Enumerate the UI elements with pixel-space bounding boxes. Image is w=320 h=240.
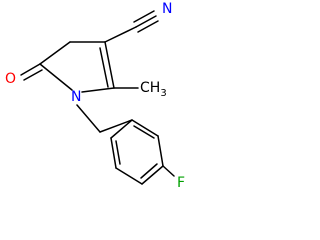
bond-ar-f [162, 165, 175, 177]
nitrile-nitrogen-label: N [162, 1, 172, 17]
molecule-structure: N O N CH3 F [5, 1, 185, 191]
bond-ar5-ar6-inner [115, 140, 121, 165]
bond-ar4-ar5 [115, 167, 143, 185]
bond-c6-n1 [81, 87, 115, 93]
bond-ar1-ar2-inner [133, 125, 155, 139]
methyl-subscript-text: 3 [160, 88, 166, 99]
bond-c3-c4 [39, 41, 71, 65]
fluorine-label: F [177, 175, 185, 191]
bond-c5-cn [104, 26, 137, 43]
bond-c2-o-b [23, 69, 43, 81]
bond-ar3-ar4-inner [140, 163, 158, 179]
bond-c2-o-a [20, 63, 41, 76]
structure-canvas: N O N CH3 F [5, 1, 186, 191]
bond-ar2-ar3 [157, 135, 164, 167]
bond-n1-c2 [39, 63, 73, 91]
bond-ch2-aryl [99, 119, 133, 133]
bond-c5-c6-double [99, 47, 109, 88]
bond-c5-c6-single [104, 41, 115, 89]
bond-ar6-ar1 [110, 119, 133, 139]
methyl-ch-text: CH [140, 80, 160, 96]
bond-ar1-ar2 [131, 119, 159, 137]
methyl-label: CH3 [140, 80, 167, 99]
bond-cn-triple-c [137, 20, 159, 33]
bond-cn-triple-b [133, 10, 155, 23]
bond-ar5-ar6 [110, 137, 117, 169]
ring-nitrogen-label: N [71, 89, 81, 105]
carbonyl-oxygen-label: O [5, 71, 16, 87]
bond-n1-ch2 [76, 104, 101, 133]
bond-ar3-ar4 [141, 165, 164, 185]
bond-cn-triple-a [135, 15, 157, 28]
